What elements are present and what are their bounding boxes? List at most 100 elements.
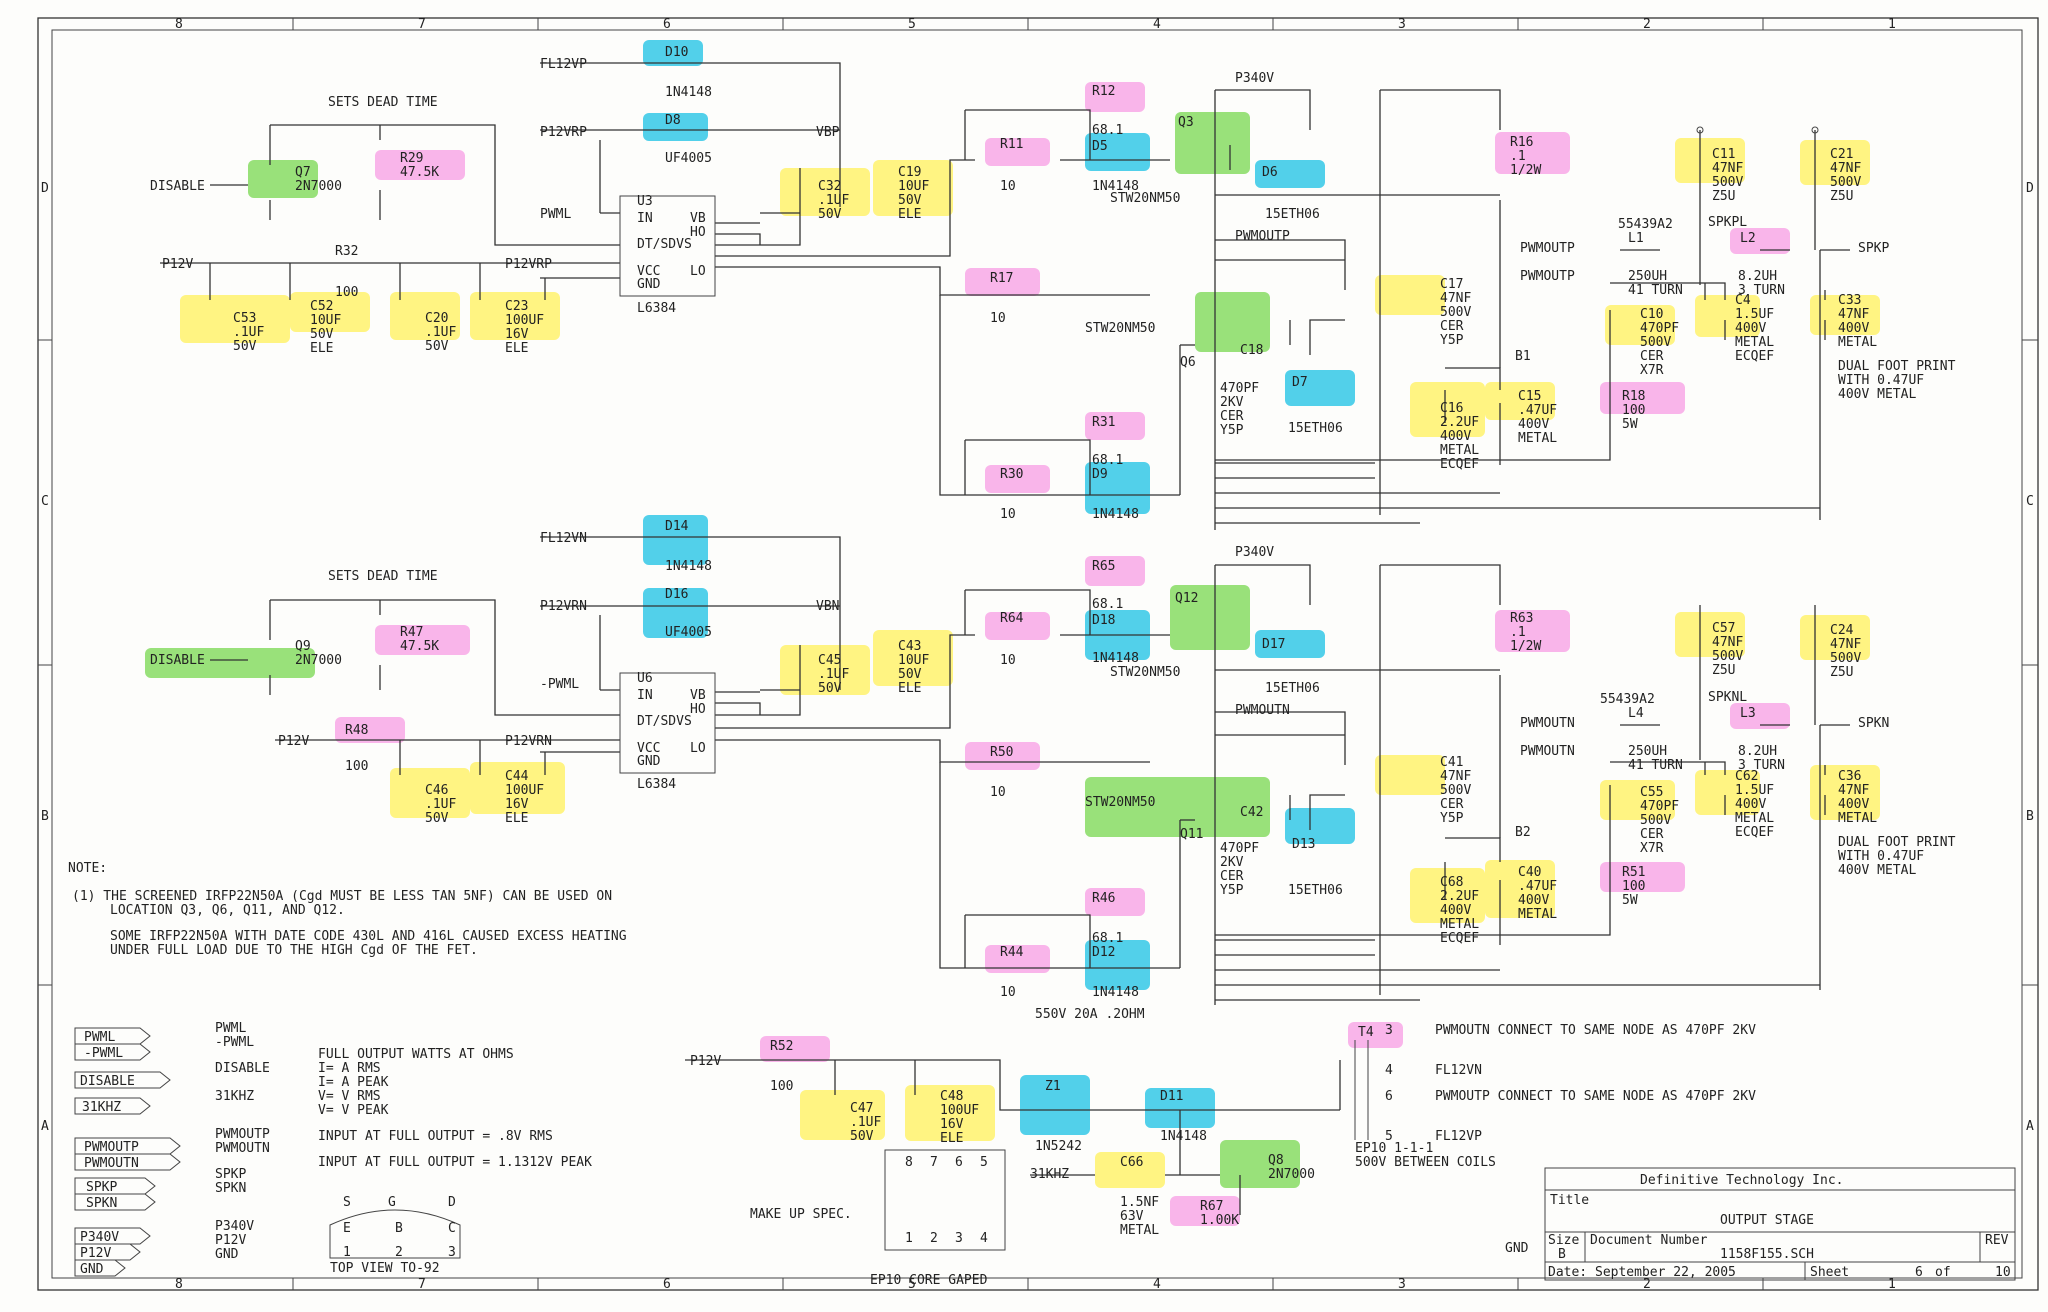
port-desc-pwmoutp: PWMOUTP [215,1127,270,1142]
ruler-side: D C B A D C B A [41,181,2034,1134]
c17-ref: C17 [1440,277,1463,292]
ruler-col-6: 6 [663,1277,671,1292]
top-half-circuit: SETS DEAD TIME DISABLE Q7 2N7000 R29 47.… [150,40,1956,530]
c10-val3: CER [1640,349,1664,364]
t4-line-3: PWMOUTP CONNECT TO SAME NODE AS 470PF 2K… [1435,1089,1756,1104]
p340v-net-2: P340V [1235,545,1274,560]
d14-ref: D14 [665,519,689,534]
note-line-1: (1) THE SCREENED IRFP22N50A (Cgd MUST BE… [72,889,612,904]
c4-val1: 1.5UF [1735,307,1774,322]
d9-ref: D9 [1092,467,1108,482]
c20-val2: 50V [425,339,449,354]
d7-value: 15ETH06 [1288,421,1343,436]
q7-value: 2N7000 [295,179,342,194]
r17-ref: R17 [990,271,1013,286]
r52-value: 100 [770,1079,793,1094]
r48-value: 100 [345,759,368,774]
ruler-row-a: A [41,1119,49,1134]
ep-core-label: EP10 CORE GAPED [870,1273,988,1288]
c15-ref: C15 [1518,389,1541,404]
ruler-col-4: 4 [1153,1277,1161,1292]
ruler-col-8: 8 [175,1277,183,1292]
r16-val2: 1/2W [1510,163,1541,178]
ruler-row-b: B [41,809,49,824]
c15-val2: 400V [1518,417,1549,432]
p340v-net: P340V [1235,71,1274,86]
to92-g: G [388,1195,396,1210]
outer-border [37,17,2039,1291]
c55-ref: C55 [1640,785,1663,800]
p12v-net-2: P12V [278,734,309,749]
dual-note-b3: 400V METAL [1838,863,1916,878]
c36-val3: METAL [1838,811,1877,826]
ruler-row-a: A [2026,1119,2034,1134]
q6-ref: Q6 [1180,355,1196,370]
c40-val2: 400V [1518,893,1549,908]
vbp-net: VBP [816,125,840,140]
port-desc-p12v: P12V [215,1233,246,1248]
r44-value: 10 [1000,985,1016,1000]
u6-pin-vcc: VCC [637,741,660,756]
c19-val2: 50V [898,193,922,208]
d18-value: 1N4148 [1092,651,1139,666]
l1-value: 55439A2 [1618,217,1673,232]
pwmoutn-in: PWMOUTN [1520,716,1575,731]
pwml-neg-net: -PWML [540,677,579,692]
c42-val1: 470PF [1220,841,1259,856]
d16-value: UF4005 [665,625,712,640]
c15-val3: METAL [1518,431,1557,446]
u3-pin-vcc: VCC [637,264,660,279]
c43-val3: ELE [898,681,921,696]
l1-ref: L1 [1628,231,1644,246]
c55-val4: X7R [1640,841,1664,856]
c10-val2: 500V [1640,335,1671,350]
company-name: Definitive Technology Inc. [1640,1173,1844,1188]
c66-val1: 1.5NF [1120,1195,1159,1210]
gnd-label: GND [1505,1241,1529,1256]
c4-val4: ECQEF [1735,349,1774,364]
c23-val2: 16V [505,327,529,342]
to92-label: TOP VIEW TO-92 [330,1261,440,1276]
r30-ref: R30 [1000,467,1023,482]
ruler-col-7: 7 [418,1277,426,1292]
port-pwml: PWML [84,1030,115,1045]
c10-val1: 470PF [1640,321,1679,336]
u6-pin-gnd: GND [637,754,661,769]
ruler-col-8: 8 [175,17,183,32]
disable-net-label-2: DISABLE [150,653,205,668]
c47-val2: 50V [850,1129,874,1144]
u3-pin-ho: HO [690,225,706,240]
date-value: September 22, 2005 [1595,1265,1736,1280]
l3-ref: L3 [1740,706,1756,721]
ruler-col-1: 1 [1888,17,1896,32]
date-label: Date: [1548,1265,1587,1280]
c16-ref: C16 [1440,401,1463,416]
fuse-label: 550V 20A .2OHM [1035,1007,1145,1022]
dual-note-3: 400V METAL [1838,387,1916,402]
port-gnd: GND [80,1262,104,1277]
d9-value: 1N4148 [1092,507,1139,522]
ruler-bottom: 8 7 6 5 4 3 2 1 [175,1277,1896,1292]
d12-ref: D12 [1092,945,1115,960]
q3-part: STW20NM50 [1110,191,1180,206]
c18-ref: C18 [1240,343,1263,358]
c62-val4: ECQEF [1735,825,1774,840]
r12-ref: R12 [1092,84,1115,99]
port-desc-disable: DISABLE [215,1061,270,1076]
p12vrn-net: P12VRN [540,599,587,614]
c48-val1: 100UF [940,1103,979,1118]
size-label: Size [1548,1233,1579,1248]
t4-pin-4: 4 [1385,1063,1393,1078]
c52-ref: C52 [310,299,333,314]
u6-ic [619,672,716,774]
to92-pin-1: 1 [343,1245,351,1260]
u3-ic [619,195,716,297]
r32-ref: R32 [335,244,358,259]
c16-val1: 2.2UF [1440,415,1479,430]
pwmoutp-net: PWMOUTP [1235,229,1290,244]
l2-ref: L2 [1740,231,1756,246]
d11-ref: D11 [1160,1089,1183,1104]
c52-val2: 50V [310,327,334,342]
c46-val2: 50V [425,811,449,826]
z1-value: 1N5242 [1035,1139,1082,1154]
